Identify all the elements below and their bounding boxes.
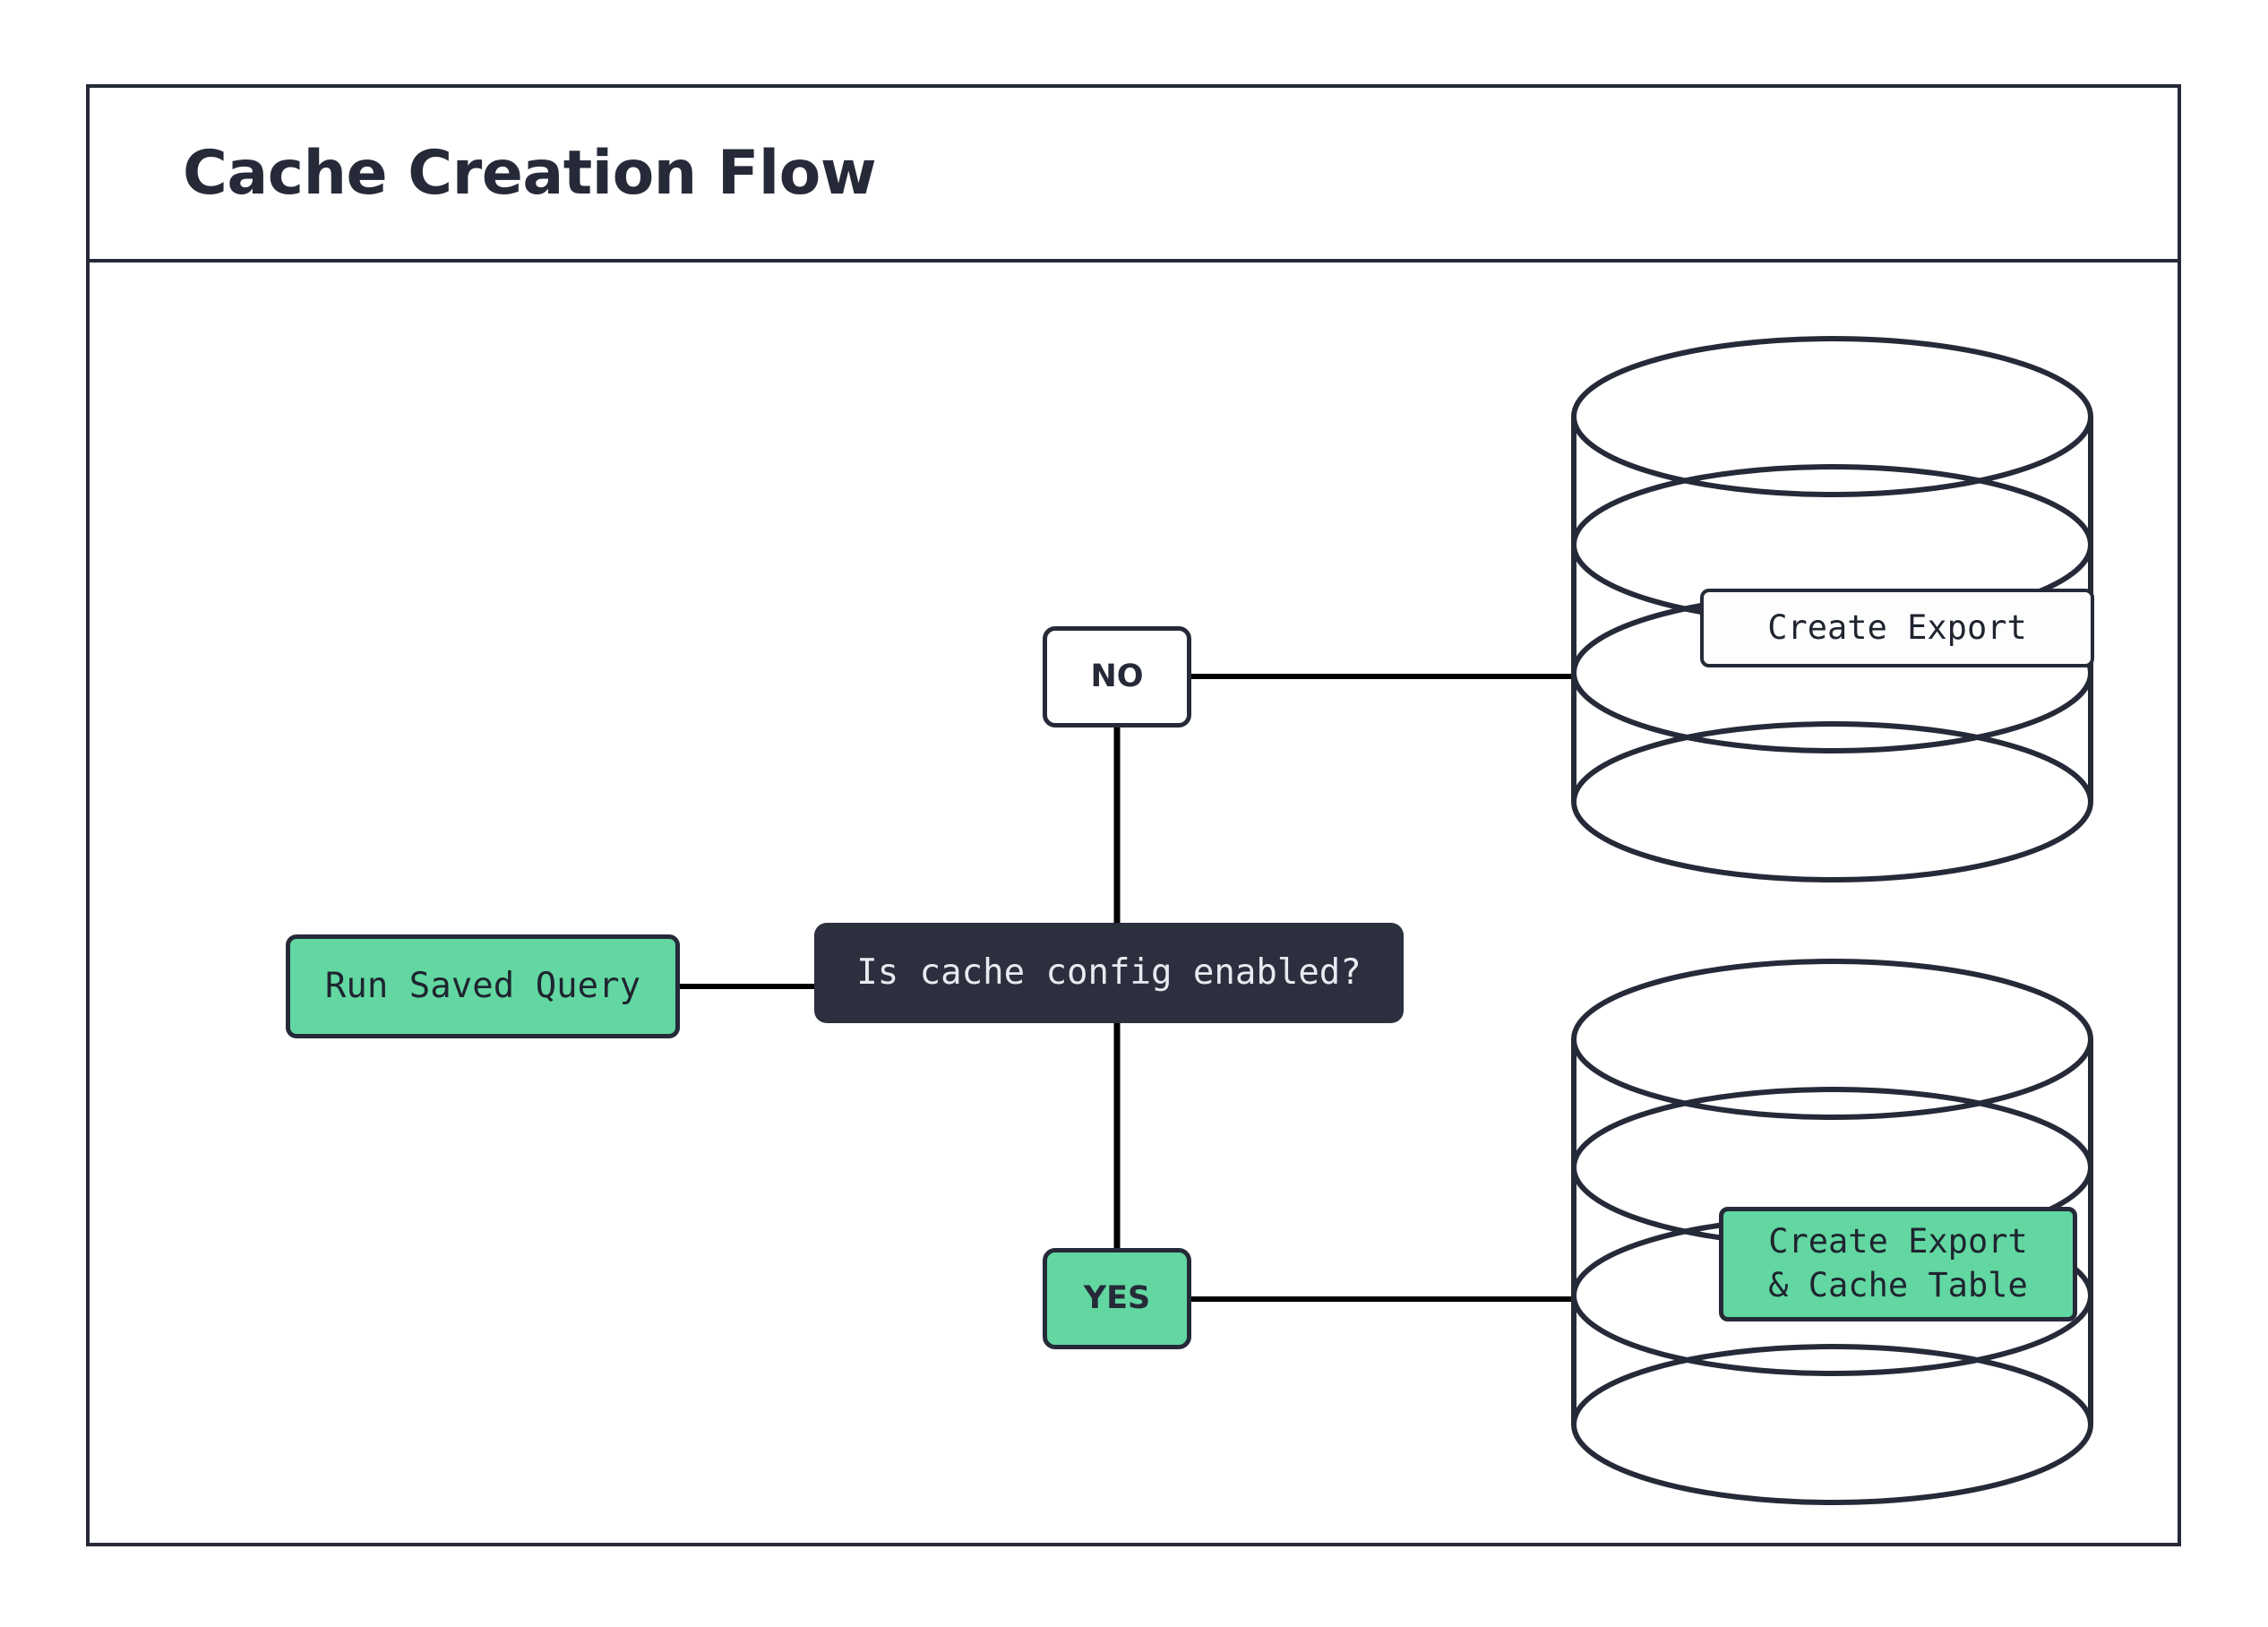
page-title: Cache Creation Flow (183, 138, 877, 209)
node-run-saved-query[interactable]: Run Saved Query (286, 934, 680, 1038)
node-create-export-and-cache-table[interactable]: Create Export & Cache Table (1719, 1207, 2077, 1321)
database-cylinder-top-icon (1571, 336, 2093, 882)
cylinder-top-label-wrap: Create Export (90, 588, 2178, 667)
diagram-frame: Cache Creation Flow (86, 84, 2181, 1546)
diagram-header: Cache Creation Flow (90, 88, 2178, 263)
database-cylinder-bottom-icon (1571, 959, 2093, 1505)
node-branch-no[interactable]: NO (1043, 626, 1191, 727)
node-create-export[interactable]: Create Export (1700, 589, 2094, 667)
flow-graphics (680, 336, 2093, 1505)
cylinder-bottom-label-wrap: Create Export & Cache Table (90, 1206, 2178, 1321)
node-decision-cache-config[interactable]: Is cache config enabled? (814, 923, 1404, 1023)
diagram-canvas: Run Saved Query Is cache config enabled?… (90, 263, 2178, 1546)
node-branch-yes[interactable]: YES (1043, 1248, 1191, 1349)
